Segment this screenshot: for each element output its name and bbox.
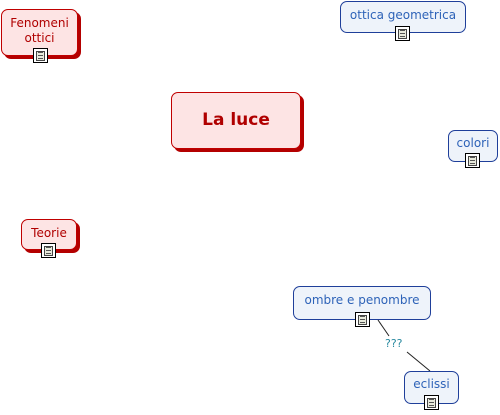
link-ombre-eclissi-b <box>406 351 431 372</box>
document-icon[interactable] <box>41 243 56 258</box>
concept-label-colori: colori <box>456 136 490 150</box>
document-icon[interactable] <box>465 153 480 168</box>
link-ombre-eclissi-a <box>377 319 390 337</box>
concept-node-teorie[interactable]: Teorie <box>21 219 77 250</box>
document-icon[interactable] <box>395 26 410 41</box>
concept-label-teorie: Teorie <box>31 225 67 240</box>
link-label[interactable]: ??? <box>383 337 405 350</box>
concept-label-eclissi: eclissi <box>413 377 450 391</box>
document-icon[interactable] <box>424 395 439 410</box>
document-icon[interactable] <box>355 312 370 327</box>
central-concept-label: La luce <box>202 110 270 130</box>
concept-label-ottica-geometrica: ottica geometrica <box>349 7 457 22</box>
concept-label-ombre-penombre: ombre e penombre <box>304 292 420 307</box>
document-icon[interactable] <box>33 48 48 63</box>
central-concept-node[interactable]: La luce <box>171 92 301 149</box>
concept-label-fenomeni: Fenomeni ottici <box>10 15 69 45</box>
